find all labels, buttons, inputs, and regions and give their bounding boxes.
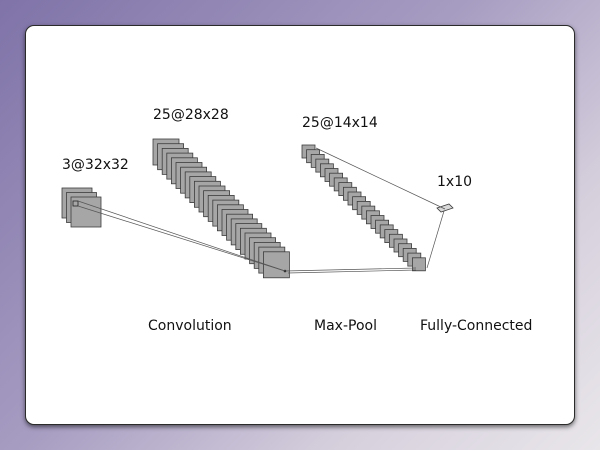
pool-connection-line bbox=[284, 267, 417, 272]
fc-output-node bbox=[436, 203, 454, 213]
pool-stack bbox=[301, 144, 426, 272]
fully-connected-op-label: Fully-Connected bbox=[420, 318, 533, 334]
maxpool-op-label: Max-Pool bbox=[314, 318, 377, 334]
connection-lines bbox=[77, 147, 446, 274]
conv-connection-line bbox=[77, 205, 286, 272]
conv-size-label: 25@28x28 bbox=[153, 107, 229, 123]
fc-connection-line bbox=[426, 210, 445, 269]
conv-stack bbox=[152, 138, 290, 279]
pool-feature-map bbox=[411, 257, 426, 272]
input-stack bbox=[61, 187, 102, 228]
input-kernel-window bbox=[72, 200, 79, 207]
fc-size-label: 1x10 bbox=[437, 174, 473, 190]
fc-connection-line bbox=[315, 147, 446, 210]
pool-size-label: 25@14x14 bbox=[302, 115, 378, 131]
pool-connection-line bbox=[287, 269, 417, 274]
convolution-op-label: Convolution bbox=[148, 318, 232, 334]
diagram-card bbox=[25, 25, 575, 425]
feature-map-layer bbox=[61, 138, 454, 279]
conv-connection-line bbox=[77, 200, 286, 272]
input-size-label: 3@32x32 bbox=[62, 157, 129, 173]
